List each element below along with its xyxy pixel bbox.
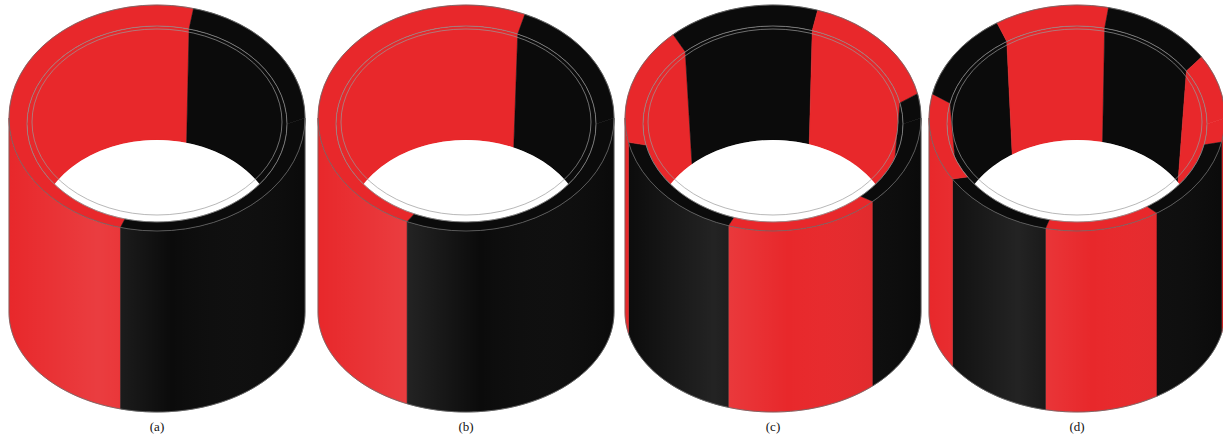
interior-ground [306, 0, 626, 439]
rim-stripe [932, 23, 1006, 103]
rim-stripe [812, 10, 917, 103]
inner-rim-edge [648, 29, 898, 215]
panel-label: (b) [458, 419, 473, 435]
striped-cylinder [917, 0, 1223, 439]
bottom-edge [9, 312, 305, 412]
interior-ground [0, 0, 317, 439]
cylinder-interior [0, 0, 317, 439]
side-edge [625, 118, 626, 312]
outer-rim-edge [625, 5, 921, 231]
interior-ground [917, 0, 1223, 439]
panel-label: (c) [766, 419, 780, 435]
striped-cylinder [613, 0, 933, 439]
inner-rim-edge [32, 29, 282, 215]
wall-sheen [625, 118, 921, 412]
side-edge [614, 118, 615, 312]
rim-stripe [189, 8, 305, 124]
striped-cylinder [0, 0, 317, 439]
striped-cylinder [306, 0, 626, 439]
rim-stripe [997, 5, 1108, 42]
inner-rim-edge [947, 26, 1207, 222]
bottom-edge [625, 312, 921, 412]
panel-label: (d) [1069, 419, 1084, 435]
cylinder-interior [917, 0, 1223, 439]
inner-rim-edge [643, 26, 903, 222]
bottom-edge [929, 312, 1223, 412]
inner-wall-stripe [1007, 26, 1105, 155]
cylinder-interior [306, 0, 626, 439]
outer-rim-edge [318, 5, 614, 231]
inner-rim-edge [27, 26, 287, 222]
rim-stripe [1186, 57, 1223, 124]
outer-rim-edge [929, 5, 1223, 231]
side-edge [305, 118, 306, 312]
rim-stripe [1105, 8, 1202, 71]
side-edge [9, 118, 10, 312]
inner-rim-edge [952, 29, 1202, 215]
inner-rim-edge [341, 29, 591, 215]
wall-sheen [318, 118, 614, 412]
outer-rim-edge [9, 5, 305, 231]
bottom-edge [318, 312, 614, 412]
inner-rim-edge [336, 26, 596, 222]
side-edge [921, 118, 922, 312]
rim-stripe [625, 35, 685, 146]
interior-ground [613, 0, 933, 439]
side-edge [929, 118, 930, 312]
wall-sheen [929, 118, 1223, 412]
cylinder-interior [613, 0, 933, 439]
side-edge [318, 118, 319, 312]
wall-sheen [9, 118, 305, 412]
panel-label: (a) [150, 419, 164, 435]
